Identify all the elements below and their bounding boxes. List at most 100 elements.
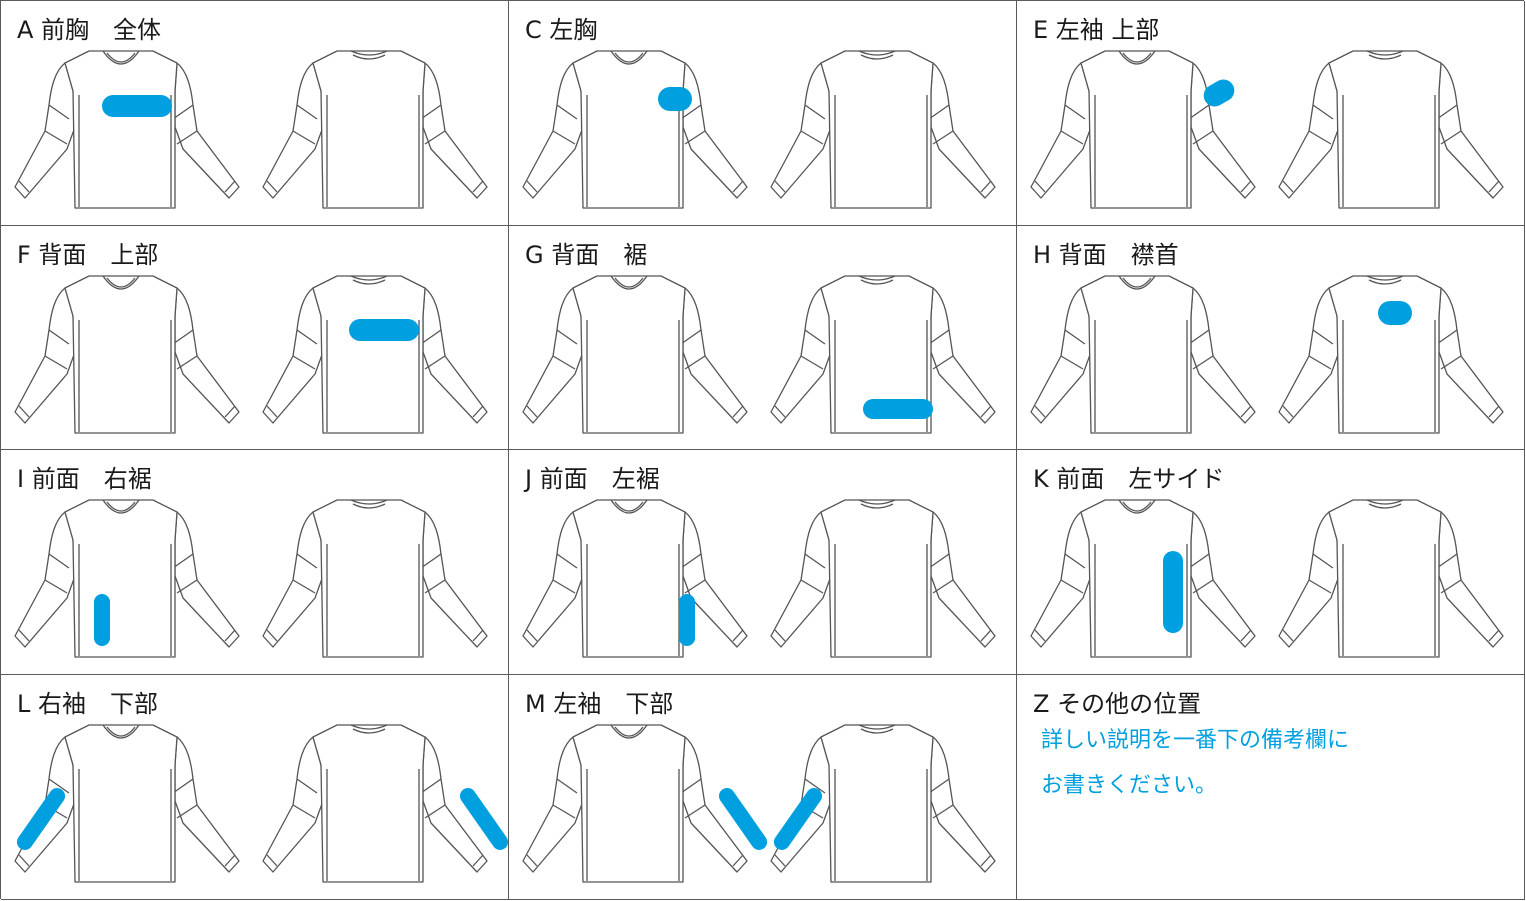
back-shirt-outline bbox=[262, 724, 488, 883]
position-label: Z その他の位置 bbox=[1033, 690, 1202, 718]
shirt-body bbox=[820, 50, 934, 209]
back-collar-inner bbox=[1368, 54, 1402, 60]
back-collar-inner bbox=[352, 54, 386, 60]
front-shirt-outline bbox=[522, 50, 748, 209]
left-sleeve-seam bbox=[266, 104, 318, 193]
position-cell-g[interactable]: G 背面 裾 bbox=[509, 226, 1017, 450]
position-cell-h[interactable]: H 背面 襟首 bbox=[1017, 226, 1525, 450]
left-sleeve-seam bbox=[526, 104, 578, 193]
print-position-marker bbox=[459, 788, 508, 850]
right-sleeve bbox=[174, 736, 240, 873]
side-seam bbox=[834, 769, 928, 881]
back-collar bbox=[350, 499, 388, 505]
left-sleeve bbox=[14, 287, 76, 424]
left-sleeve bbox=[14, 62, 76, 199]
position-cell-f[interactable]: F 背面 上部 bbox=[1, 226, 509, 450]
position-cell-e[interactable]: E 左袖 上部 bbox=[1017, 1, 1525, 226]
right-sleeve bbox=[1438, 287, 1504, 424]
position-cell-c[interactable]: C 左胸 bbox=[509, 1, 1017, 226]
shirt-body bbox=[64, 499, 178, 658]
print-position-marker bbox=[679, 594, 695, 646]
right-sleeve bbox=[930, 62, 996, 199]
right-sleeve-seam bbox=[420, 778, 484, 867]
right-sleeve-seam bbox=[172, 778, 236, 867]
position-cell-k[interactable]: K 前面 左サイド bbox=[1017, 450, 1525, 675]
position-cell-z[interactable]: Z その他の位置 詳しい説明を一番下の備考欄に お書きください。 bbox=[1017, 675, 1525, 900]
print-position-marker bbox=[718, 788, 768, 850]
left-sleeve bbox=[770, 511, 832, 648]
shirt-body bbox=[1328, 499, 1442, 658]
back-collar-inner bbox=[352, 279, 386, 285]
side-seam bbox=[586, 769, 680, 881]
position-label: A 前胸 全体 bbox=[17, 16, 162, 44]
right-sleeve bbox=[174, 62, 240, 199]
right-sleeve bbox=[930, 736, 996, 873]
right-sleeve-seam bbox=[420, 329, 484, 418]
shirt-body bbox=[572, 724, 686, 883]
position-cell-j[interactable]: J 前面 左裾 bbox=[509, 450, 1017, 675]
left-sleeve bbox=[14, 511, 76, 648]
back-shirt-outline bbox=[262, 275, 488, 434]
position-cell-a[interactable]: A 前胸 全体 bbox=[1, 1, 509, 226]
left-sleeve-seam bbox=[1282, 329, 1334, 418]
right-sleeve bbox=[1438, 511, 1504, 648]
position-cell-m[interactable]: M 左袖 下部 bbox=[509, 675, 1017, 900]
front-collar bbox=[610, 50, 648, 65]
left-sleeve-seam bbox=[18, 104, 70, 193]
front-collar-inner bbox=[106, 726, 136, 737]
position-label: F 背面 上部 bbox=[17, 241, 159, 269]
side-seam bbox=[586, 320, 680, 432]
side-seam bbox=[1094, 320, 1188, 432]
side-seam bbox=[78, 320, 172, 432]
back-shirt-outline bbox=[1278, 499, 1504, 658]
position-cell-i[interactable]: I 前面 右裾 bbox=[1, 450, 509, 675]
side-seam bbox=[78, 95, 172, 207]
shirt-body bbox=[64, 724, 178, 883]
left-sleeve bbox=[262, 511, 324, 648]
left-sleeve-seam bbox=[526, 329, 578, 418]
shirt-body bbox=[572, 50, 686, 209]
right-sleeve bbox=[422, 62, 488, 199]
right-sleeve bbox=[930, 287, 996, 424]
left-sleeve bbox=[262, 62, 324, 199]
front-collar bbox=[1118, 499, 1156, 514]
left-sleeve-seam bbox=[1034, 329, 1086, 418]
front-collar bbox=[102, 499, 140, 514]
left-sleeve bbox=[262, 287, 324, 424]
front-shirt-outline bbox=[522, 724, 748, 883]
position-cell-l[interactable]: L 右袖 下部 bbox=[1, 675, 509, 900]
back-collar-inner bbox=[1368, 503, 1402, 509]
left-sleeve bbox=[770, 287, 832, 424]
back-collar bbox=[350, 724, 388, 730]
right-sleeve-seam bbox=[928, 778, 992, 867]
print-position-marker bbox=[349, 319, 419, 341]
right-sleeve-seam bbox=[172, 553, 236, 642]
back-collar bbox=[1366, 50, 1404, 56]
front-shirt-outline bbox=[1030, 499, 1256, 658]
front-collar bbox=[610, 275, 648, 290]
left-sleeve-seam bbox=[1282, 104, 1334, 193]
front-shirt-outline bbox=[1030, 275, 1256, 434]
print-position-marker bbox=[16, 788, 66, 850]
right-sleeve bbox=[930, 511, 996, 648]
front-shirt-outline bbox=[1030, 50, 1256, 209]
front-collar bbox=[610, 724, 648, 739]
right-sleeve bbox=[422, 511, 488, 648]
right-sleeve-seam bbox=[928, 553, 992, 642]
side-seam bbox=[1342, 320, 1436, 432]
print-position-marker bbox=[102, 95, 172, 117]
front-shirt-outline bbox=[522, 275, 748, 434]
position-label: K 前面 左サイド bbox=[1033, 465, 1225, 493]
right-sleeve-seam bbox=[420, 553, 484, 642]
left-sleeve bbox=[1278, 511, 1340, 648]
left-sleeve bbox=[522, 287, 584, 424]
left-sleeve-seam bbox=[1034, 553, 1086, 642]
back-collar-inner bbox=[860, 54, 894, 60]
shirt-body bbox=[572, 275, 686, 434]
front-shirt-outline bbox=[14, 499, 240, 658]
right-sleeve-seam bbox=[928, 104, 992, 193]
left-sleeve bbox=[1030, 287, 1092, 424]
back-collar bbox=[858, 499, 896, 505]
shirt-body bbox=[1080, 275, 1194, 434]
